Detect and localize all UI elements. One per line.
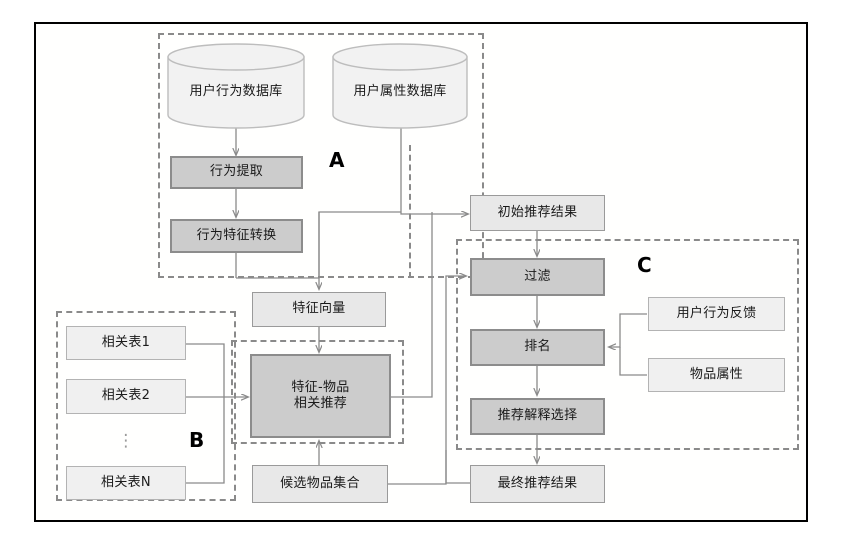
- node-ranking[interactable]: 排名: [470, 329, 605, 366]
- node-relation-table-1[interactable]: 相关表1: [66, 326, 186, 360]
- node-feature-vector[interactable]: 特征向量: [252, 292, 386, 327]
- node-item-attribute[interactable]: 物品属性: [648, 358, 785, 392]
- node-initial-recommend-result[interactable]: 初始推荐结果: [470, 195, 605, 231]
- group-a-right-extension: [409, 145, 411, 278]
- node-relation-table-2[interactable]: 相关表2: [66, 379, 186, 414]
- relation-table-ellipsis: ⋮: [117, 431, 135, 452]
- node-feature-item-recommend[interactable]: 特征-物品 相关推荐: [250, 354, 391, 438]
- group-b-label: B: [189, 428, 205, 452]
- node-candidate-item-set[interactable]: 候选物品集合: [252, 465, 388, 503]
- node-feature-item-recommend-line1: 特征-物品: [291, 379, 350, 395]
- node-final-recommend-result[interactable]: 最终推荐结果: [470, 465, 605, 503]
- node-behavior-feature-transform[interactable]: 行为特征转换: [170, 219, 303, 253]
- node-behavior-extraction[interactable]: 行为提取: [170, 156, 303, 189]
- user-attribute-db-label: 用户属性数据库: [353, 83, 447, 99]
- user-behavior-db-label: 用户行为数据库: [189, 83, 283, 99]
- group-a-label: A: [329, 148, 345, 172]
- node-feature-item-recommend-line2: 相关推荐: [293, 396, 348, 411]
- node-relation-table-n[interactable]: 相关表N: [66, 466, 186, 500]
- group-c-label: C: [637, 253, 652, 277]
- node-user-behavior-feedback[interactable]: 用户行为反馈: [648, 297, 785, 331]
- group-b-boundary: [56, 311, 236, 501]
- node-recommend-explanation-selection[interactable]: 推荐解释选择: [470, 398, 605, 435]
- node-filter[interactable]: 过滤: [470, 258, 605, 296]
